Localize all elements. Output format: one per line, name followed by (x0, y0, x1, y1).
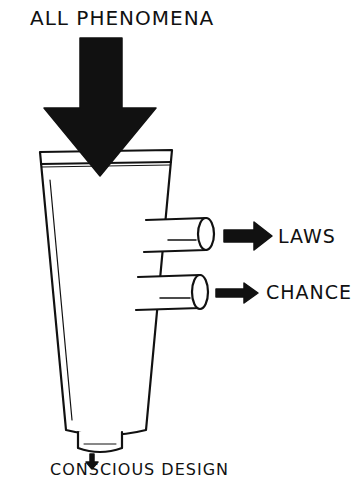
input-label: ALL PHENOMENA (30, 6, 214, 30)
lower-pipe-line (160, 297, 190, 299)
lower-pipe (136, 275, 200, 310)
output-label: CHANCE (266, 281, 352, 303)
bottom-spout (84, 444, 116, 445)
output-label: LAWS (278, 225, 336, 247)
upper-pipe-end (198, 218, 214, 250)
funnel-shading (50, 180, 72, 420)
upper-pipe-line (168, 239, 196, 241)
output-arrow (216, 283, 258, 303)
upper-pipe (144, 218, 206, 252)
input-arrow (44, 38, 156, 176)
bottom-spout (78, 432, 122, 452)
output-arrow (224, 222, 272, 250)
output-label: CONSCIOUS DESIGN (50, 460, 229, 479)
lower-pipe-end (192, 275, 208, 309)
